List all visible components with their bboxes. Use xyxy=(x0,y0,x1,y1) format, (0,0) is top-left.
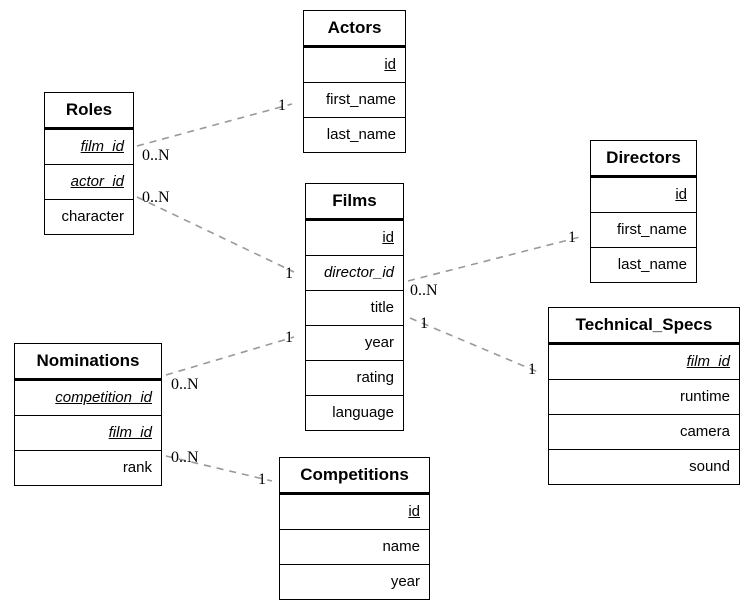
entity-field-roles-film_id[interactable]: film_id xyxy=(45,129,133,164)
cardinality-label-roles-actors-to: 1 xyxy=(278,97,286,114)
entity-title-competitions: Competitions xyxy=(280,458,429,494)
entity-field-competitions-name[interactable]: name xyxy=(280,529,429,564)
field-label: film_id xyxy=(686,353,730,370)
field-label: title xyxy=(370,299,394,316)
cardinality-label-films-technical_specs-to: 1 xyxy=(528,361,536,378)
entity-field-competitions-year[interactable]: year xyxy=(280,564,429,599)
entity-title-films: Films xyxy=(306,184,403,220)
cardinality-label-films-directors-from: 0..N xyxy=(410,282,438,299)
field-label: film_id xyxy=(108,424,152,441)
field-label: director_id xyxy=(323,264,394,281)
relationship-line-roles-films xyxy=(136,196,295,273)
cardinality-label-films-technical_specs-from: 1 xyxy=(420,315,428,332)
field-label: rank xyxy=(122,459,152,476)
cardinality-label-nominations-competitions-from: 0..N xyxy=(171,449,199,466)
entity-title-directors: Directors xyxy=(591,141,696,177)
entity-field-nominations-rank[interactable]: rank xyxy=(15,450,161,485)
relationship-line-films-technical_specs xyxy=(409,317,539,373)
field-label: character xyxy=(61,208,124,225)
cardinality-label-roles-actors-from: 0..N xyxy=(142,147,170,164)
field-label: first_name xyxy=(616,221,687,238)
entity-field-technical_specs-camera[interactable]: camera xyxy=(549,414,739,449)
entity-field-competitions-id[interactable]: id xyxy=(280,494,429,529)
relationship-line-films-directors xyxy=(407,236,581,282)
field-label: film_id xyxy=(80,138,124,155)
entity-title-actors: Actors xyxy=(304,11,405,47)
cardinality-label-roles-films-from: 0..N xyxy=(142,189,170,206)
field-label: camera xyxy=(679,423,730,440)
entity-title-technical_specs: Technical_Specs xyxy=(549,308,739,344)
entity-table-directors[interactable]: Directors id first_name last_name xyxy=(590,140,697,283)
entity-table-roles[interactable]: Roles film_id actor_id character xyxy=(44,92,134,235)
entity-field-directors-last_name[interactable]: last_name xyxy=(591,247,696,282)
field-label: id xyxy=(384,56,396,73)
entity-field-directors-first_name[interactable]: first_name xyxy=(591,212,696,247)
cardinality-label-films-directors-to: 1 xyxy=(568,229,576,246)
field-label: rating xyxy=(356,369,394,386)
field-label: id xyxy=(408,503,420,520)
field-label: name xyxy=(382,538,420,555)
entity-table-competitions[interactable]: Competitions id name year xyxy=(279,457,430,600)
cardinality-label-nominations-competitions-to: 1 xyxy=(258,471,266,488)
entity-field-films-rating[interactable]: rating xyxy=(306,360,403,395)
entity-field-films-id[interactable]: id xyxy=(306,220,403,255)
entity-field-films-language[interactable]: language xyxy=(306,395,403,430)
entity-field-films-title[interactable]: title xyxy=(306,290,403,325)
field-label: last_name xyxy=(326,126,396,143)
entity-field-technical_specs-runtime[interactable]: runtime xyxy=(549,379,739,414)
field-label: year xyxy=(390,573,420,590)
entity-field-actors-last_name[interactable]: last_name xyxy=(304,117,405,152)
entity-title-nominations: Nominations xyxy=(15,344,161,380)
entity-field-roles-character[interactable]: character xyxy=(45,199,133,234)
field-label: first_name xyxy=(325,91,396,108)
entity-field-films-director_id[interactable]: director_id xyxy=(306,255,403,290)
field-label: language xyxy=(332,404,394,421)
cardinality-label-nominations-films-to: 1 xyxy=(285,329,293,346)
cardinality-label-roles-films-to: 1 xyxy=(285,265,293,282)
relationship-line-nominations-competitions xyxy=(165,455,273,482)
entity-field-films-year[interactable]: year xyxy=(306,325,403,360)
entity-field-technical_specs-sound[interactable]: sound xyxy=(549,449,739,484)
field-label: competition_id xyxy=(55,389,152,406)
entity-field-directors-id[interactable]: id xyxy=(591,177,696,212)
entity-table-actors[interactable]: Actors id first_name last_name xyxy=(303,10,406,153)
entity-field-actors-id[interactable]: id xyxy=(304,47,405,82)
relationship-line-nominations-films xyxy=(165,336,295,376)
entity-field-nominations-competition_id[interactable]: competition_id xyxy=(15,380,161,415)
field-label: last_name xyxy=(617,256,687,273)
cardinality-label-nominations-films-from: 0..N xyxy=(171,376,199,393)
field-label: runtime xyxy=(679,388,730,405)
entity-field-roles-actor_id[interactable]: actor_id xyxy=(45,164,133,199)
field-label: id xyxy=(382,229,394,246)
field-label: year xyxy=(364,334,394,351)
field-label: sound xyxy=(689,458,730,475)
field-label: id xyxy=(675,186,687,203)
field-label: actor_id xyxy=(70,173,124,190)
relationship-line-roles-actors xyxy=(136,103,293,147)
entity-field-technical_specs-film_id[interactable]: film_id xyxy=(549,344,739,379)
entity-title-roles: Roles xyxy=(45,93,133,129)
entity-field-actors-first_name[interactable]: first_name xyxy=(304,82,405,117)
entity-field-nominations-film_id[interactable]: film_id xyxy=(15,415,161,450)
